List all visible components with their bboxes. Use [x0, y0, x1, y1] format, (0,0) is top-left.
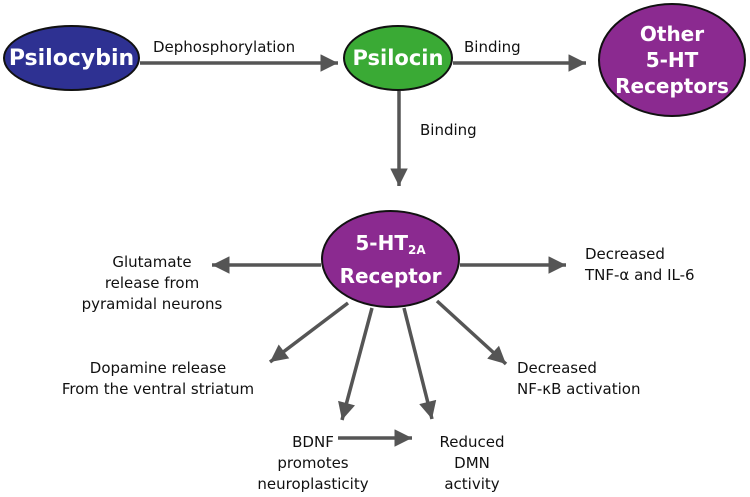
tnf-line-1: Decreased	[585, 245, 665, 263]
glutamate-line-3: pyramidal neurons	[81, 295, 223, 313]
effect-decreased-nfkb: Decreased NF-κB activation	[517, 358, 640, 400]
binding-down-label: Binding	[420, 121, 477, 139]
receptor-subscript: 2A	[407, 242, 426, 257]
psilocybin-label: Psilocybin	[8, 45, 135, 71]
effect-dopamine-release: Dopamine release From the ventral striat…	[58, 358, 258, 400]
glutamate-line-2: release from	[104, 274, 200, 292]
arrow-receptor-to-bdnf	[338, 307, 374, 421]
effect-glutamate-release: Glutamate release from pyramidal neurons	[72, 252, 232, 315]
other-5ht-receptors-node: Other 5-HT Receptors	[598, 3, 746, 117]
bdnf-line-1: BDNF	[292, 433, 334, 451]
receptor-name: 5-HT2A	[355, 230, 425, 263]
dmn-line-2: DMN	[454, 454, 490, 472]
nfkb-line-1: Decreased	[517, 359, 597, 377]
nfkb-line-2: NF-κB activation	[517, 380, 641, 398]
other-receptors-line-3: Receptors	[615, 74, 729, 98]
dopamine-line-2: From the ventral striatum	[61, 380, 255, 398]
receptor-word: Receptor	[339, 263, 442, 288]
dmn-line-1: Reduced	[439, 433, 505, 451]
arrow-receptor-to-dopamine	[268, 301, 350, 364]
psilocin-node: Psilocin	[343, 25, 453, 91]
arrow-receptor-to-nfkb	[435, 299, 508, 366]
effect-reduced-dmn-activity: Reduced DMN activity	[427, 432, 517, 495]
bdnf-line-2: promotes	[277, 454, 349, 472]
dmn-line-3: activity	[444, 475, 500, 493]
receptor-base: 5-HT	[355, 230, 408, 255]
other-receptors-line-2: 5-HT	[645, 48, 699, 72]
binding-right-label: Binding	[464, 38, 521, 56]
arrow-receptor-to-dmn	[402, 307, 437, 420]
tnf-line-2: TNF-α and IL-6	[585, 266, 695, 284]
dopamine-line-1: Dopamine release	[89, 359, 227, 377]
psilocybin-node: Psilocybin	[3, 25, 140, 91]
bdnf-line-3: neuroplasticity	[257, 475, 369, 493]
dephosphorylation-label: Dephosphorylation	[153, 38, 296, 56]
effect-bdnf-neuroplasticity: BDNF promotes neuroplasticity	[253, 432, 373, 495]
other-receptors-line-1: Other	[639, 22, 705, 46]
glutamate-line-1: Glutamate	[112, 253, 192, 271]
effect-decreased-tnf-il6: Decreased TNF-α and IL-6	[585, 244, 695, 286]
psilocin-label: Psilocin	[352, 46, 444, 70]
5ht2a-receptor-node: 5-HT2A Receptor	[321, 210, 460, 308]
